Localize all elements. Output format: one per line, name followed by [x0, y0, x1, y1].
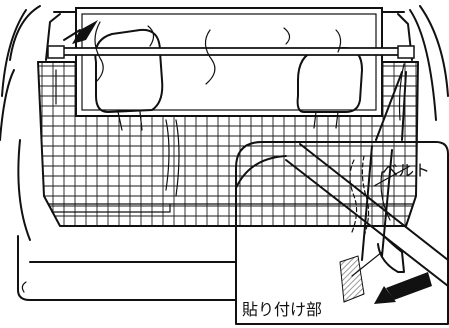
headrest-left [94, 28, 164, 131]
net-support-rod [47, 45, 415, 59]
rear-window [75, 7, 383, 117]
net-straps [55, 21, 405, 197]
belt-label: ベルト [382, 161, 430, 180]
callout-content [236, 143, 448, 304]
attach-part-label: 貼り付け部 [242, 300, 322, 319]
arrow-icon [63, 20, 98, 44]
detail-callout [235, 71, 449, 325]
